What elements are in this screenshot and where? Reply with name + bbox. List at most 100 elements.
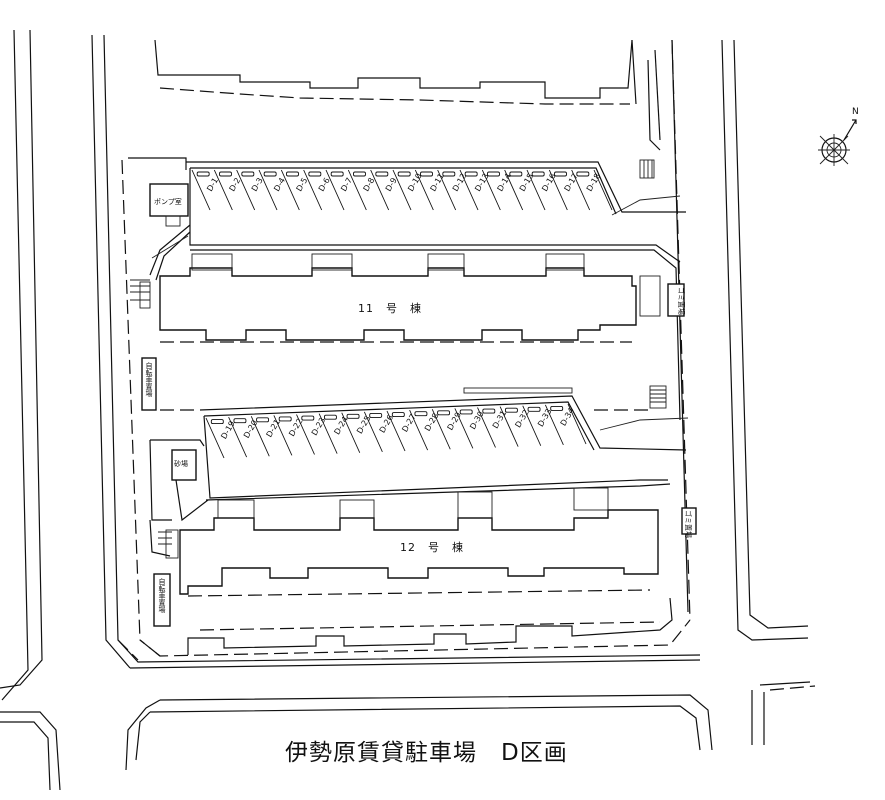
stall-wheelstop — [509, 171, 523, 177]
stall-wheelstop — [504, 407, 518, 413]
building-11: 11 号 棟 — [159, 253, 661, 343]
bicycle-parking-1-label: 自転車置場 — [145, 361, 153, 398]
stall-divider — [191, 169, 211, 211]
stall-wheelstop — [482, 408, 496, 414]
stall-divider — [567, 403, 587, 445]
stall-wheelstop — [414, 411, 428, 417]
stall-divider — [236, 169, 256, 211]
stall-wheelstop — [576, 171, 590, 177]
bicycle-parking-1: 自転車置場 — [141, 357, 157, 411]
bicycle-parking-2: 自転車置場 — [153, 573, 171, 627]
building-11-label: 11 号 棟 — [358, 301, 422, 315]
garbage-area-12: ゴミ置場 — [681, 507, 697, 538]
stall-divider — [228, 416, 248, 458]
stall-wheelstop — [353, 171, 366, 177]
stall-wheelstop — [278, 416, 292, 422]
stall-wheelstop — [531, 171, 545, 177]
stall-wheelstop — [346, 413, 360, 419]
garbage-11-label: ゴミ置場 — [677, 287, 686, 315]
stall-divider — [258, 169, 278, 211]
stall-divider — [280, 169, 300, 211]
stall-wheelstop — [241, 171, 255, 177]
stall-wheelstop — [301, 415, 315, 421]
stall-divider — [522, 405, 542, 446]
stall-divider — [303, 169, 323, 211]
stall-divider — [325, 169, 345, 211]
roads — [0, 29, 816, 791]
stall-divider — [499, 406, 519, 447]
stall-divider — [363, 411, 383, 453]
stall-divider — [341, 412, 361, 453]
stall-wheelstop — [196, 171, 210, 177]
stall-wheelstop — [210, 419, 224, 425]
stall-divider — [477, 407, 496, 448]
stall-divider — [593, 169, 613, 211]
sandbox: 砂場 — [149, 439, 209, 522]
stall-divider — [571, 169, 591, 211]
stall-wheelstop — [459, 409, 473, 415]
stall-divider — [296, 414, 315, 455]
south-boundary — [187, 597, 673, 655]
pump-room: ポンプ室 — [149, 183, 189, 227]
stall-divider — [392, 169, 412, 211]
stall-wheelstop — [397, 171, 411, 177]
sandbox-label: 砂場 — [174, 459, 188, 468]
stall-divider — [318, 413, 338, 454]
stall-wheelstop — [375, 171, 389, 177]
stall-wheelstop — [437, 410, 451, 416]
compass-rose: N — [818, 107, 859, 166]
stall-divider — [370, 169, 390, 211]
page-title: 伊勢原賃貸駐車場 D区画 — [285, 740, 568, 766]
stall-wheelstop — [550, 405, 564, 411]
stall-divider — [504, 169, 524, 211]
stall-divider — [205, 417, 225, 459]
stall-wheelstop — [330, 171, 344, 177]
stall-wheelstop — [286, 171, 299, 177]
stall-wheelstop — [420, 171, 433, 177]
stall-wheelstop — [219, 171, 232, 177]
stall-divider — [273, 415, 293, 456]
stall-wheelstop — [391, 412, 405, 418]
bicycle-parking-2-label: 自転車置場 — [158, 577, 166, 614]
stall-divider — [481, 169, 501, 211]
stall-wheelstop — [527, 406, 541, 412]
garbage-area-11: ゴミ置場 — [667, 283, 686, 317]
building-12: 12 号 棟 — [179, 487, 659, 597]
stall-wheelstop — [464, 171, 478, 177]
stall-wheelstop — [554, 171, 567, 177]
stall-divider — [409, 409, 429, 451]
stall-divider — [548, 169, 568, 211]
stall-divider — [459, 169, 479, 211]
stall-divider — [544, 404, 564, 446]
site-boundary — [121, 157, 691, 657]
east-stairs — [639, 159, 667, 409]
stall-wheelstop — [369, 412, 383, 418]
stall-divider — [437, 169, 457, 211]
stall-divider — [414, 169, 434, 211]
compass-north-label: N — [852, 107, 859, 117]
stall-wheelstop — [233, 418, 247, 424]
stall-divider — [386, 410, 406, 452]
stall-divider — [250, 416, 270, 457]
garbage-12-label: ゴミ置場 — [684, 510, 693, 538]
stall-wheelstop — [263, 171, 277, 177]
stall-divider — [454, 408, 474, 449]
pump-room-label: ポンプ室 — [154, 197, 182, 206]
stall-divider — [213, 169, 233, 211]
north-boundary — [154, 39, 661, 151]
stall-wheelstop — [256, 417, 270, 423]
stall-wheelstop — [487, 171, 500, 177]
stall-divider — [347, 169, 367, 211]
building-12-label: 12 号 棟 — [400, 540, 464, 554]
west-ramp — [130, 224, 191, 309]
stall-wheelstop — [323, 414, 337, 420]
stall-wheelstop — [308, 171, 322, 177]
stall-divider — [526, 169, 546, 211]
stall-divider — [431, 409, 451, 450]
stall-wheelstop — [442, 171, 456, 177]
south-ramp — [149, 519, 179, 559]
